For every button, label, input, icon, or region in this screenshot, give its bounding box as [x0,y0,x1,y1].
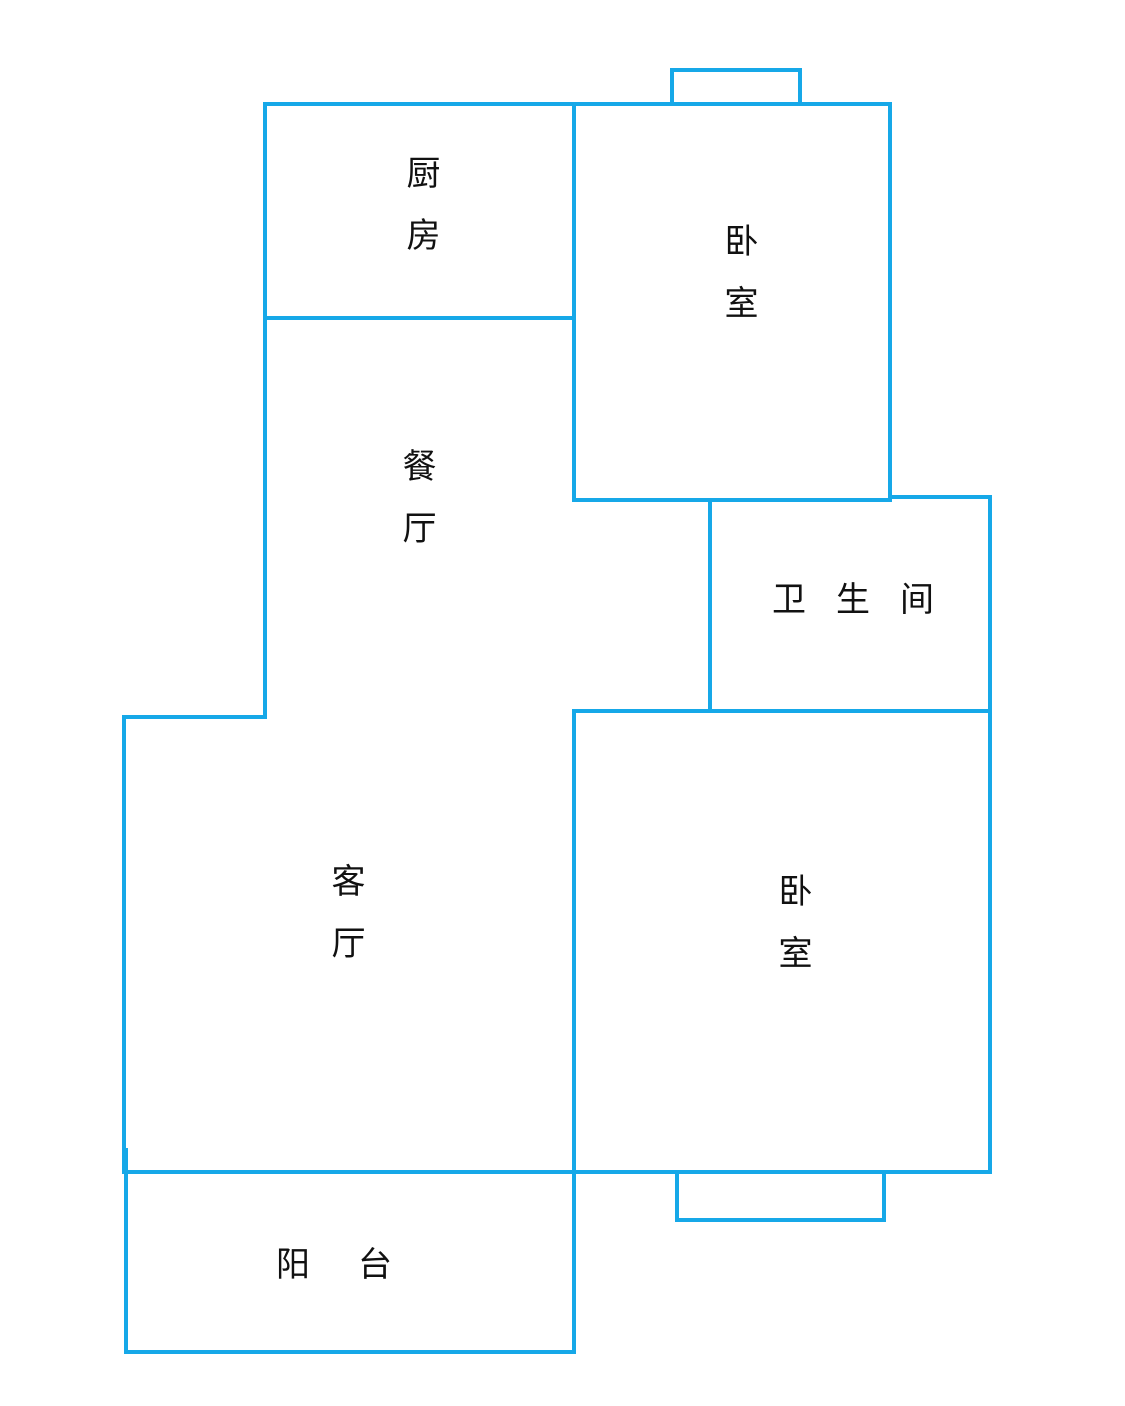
room-label-bedroom-south: 卧室 [772,873,812,997]
room-label-kitchen: 厨房 [400,155,440,279]
room-label-bedroom-north: 卧室 [718,223,758,347]
south-window [675,1170,886,1222]
room-label-dining: 餐厅 [396,448,436,572]
room-label-living: 客厅 [325,863,365,987]
room-label-bathroom: 卫生间 [772,580,964,620]
room-label-balcony: 阳台 [276,1245,440,1285]
north-window [670,68,802,106]
